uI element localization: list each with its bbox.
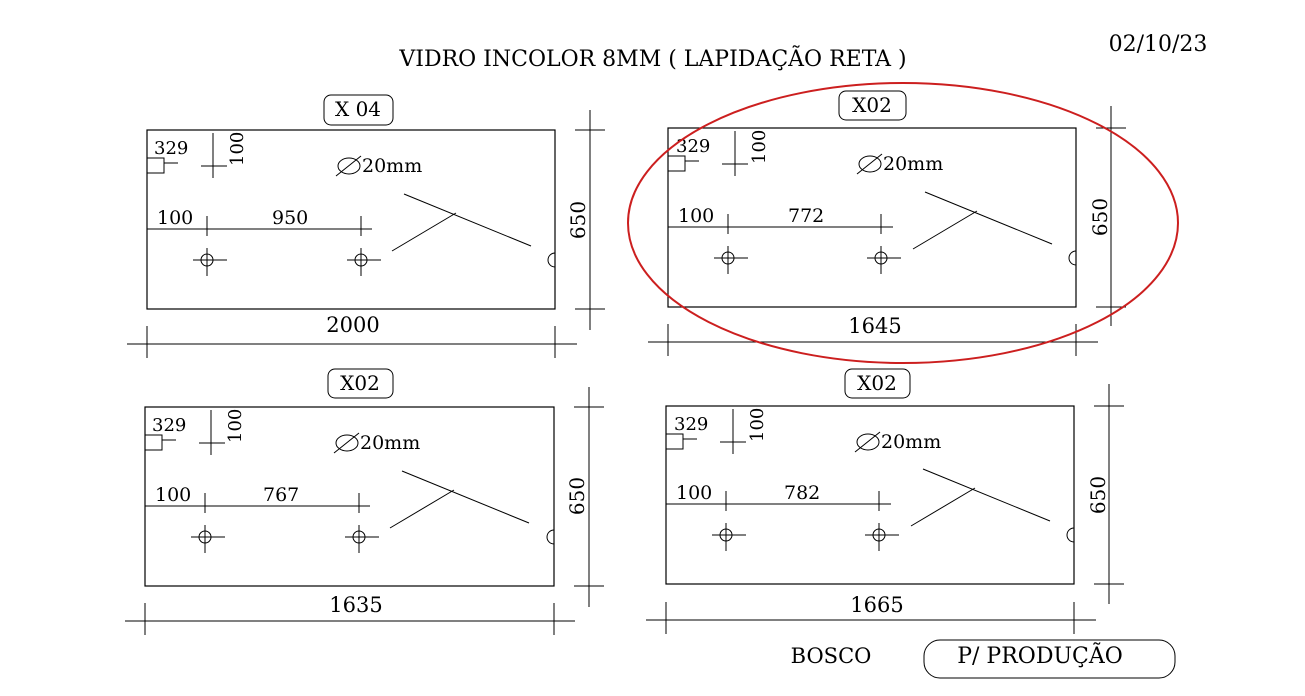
quantity-label: X 04 [335, 97, 381, 121]
hole-offset-dim: 100 [676, 482, 712, 504]
hole-marker [193, 248, 227, 276]
edge-notch [1068, 250, 1077, 266]
hole-diameter-symbol [335, 434, 359, 452]
status-label: P/ PRODUÇÃO [957, 641, 1123, 669]
panel-outline [665, 405, 1075, 585]
corner-dim-329: 329 [674, 414, 708, 435]
corner-notch [144, 434, 163, 451]
hole-marker [347, 248, 381, 276]
qty-box [838, 90, 907, 121]
corner-dim-329: 329 [676, 136, 710, 157]
height-dim: 650 [1086, 476, 1110, 514]
hole-spacing-dim: 782 [784, 482, 820, 504]
corner-notch [665, 433, 684, 450]
width-dim: 1665 [850, 593, 903, 617]
corner-notch [146, 157, 165, 174]
opening-symbol [403, 193, 532, 247]
hole-marker [714, 246, 748, 274]
glass-panel-4: X02 329 100 20mm 100 782 6 [646, 368, 1124, 634]
hole-diameter-label: 20mm [362, 155, 422, 177]
glass-panel-3: X02 329 100 20mm 100 767 6 [125, 368, 604, 635]
hole-diameter-label: 20mm [883, 153, 943, 175]
opening-symbol [922, 468, 1051, 522]
hole-offset-dim: 100 [155, 484, 191, 506]
hole-diameter-label: 20mm [360, 432, 420, 454]
panel-outline [667, 127, 1077, 308]
hole-marker [191, 525, 225, 553]
panel-outline [146, 129, 556, 310]
height-dim: 650 [565, 477, 589, 515]
glass-panel-1: X 04 329 100 20mm 100 950 [127, 94, 605, 358]
hole-spacing-dim: 767 [263, 484, 299, 506]
corner-dim-100: 100 [749, 130, 770, 164]
hole-marker [345, 525, 379, 553]
corner-notch [667, 155, 686, 172]
height-dim: 650 [1088, 198, 1112, 236]
corner-dim-329: 329 [152, 415, 186, 436]
hole-diameter-symbol [856, 433, 880, 451]
glass-panel-2: X02 329 100 20mm 100 772 6 [627, 82, 1179, 364]
width-dim: 1645 [848, 314, 901, 338]
hole-marker [867, 246, 901, 274]
width-dim: 1635 [329, 593, 382, 617]
corner-dim-329: 329 [154, 138, 188, 159]
hole-marker [865, 523, 899, 551]
corner-dim-100: 100 [227, 132, 248, 166]
client-name: BOSCO [791, 644, 872, 668]
height-dim: 650 [566, 201, 590, 239]
opening-symbol [401, 470, 530, 524]
qty-box [327, 368, 394, 399]
qty-box [323, 94, 394, 126]
hole-diameter-label: 20mm [881, 431, 941, 453]
hole-marker [712, 523, 746, 551]
qty-box [844, 368, 911, 399]
hole-spacing-dim: 772 [788, 205, 824, 227]
highlight-ellipse [627, 82, 1179, 364]
edge-notch [1066, 527, 1075, 543]
hole-offset-dim: 100 [157, 207, 193, 229]
status-box [923, 639, 1176, 679]
panel-outline [144, 406, 555, 587]
hole-spacing-dim: 950 [272, 207, 308, 229]
corner-dim-100: 100 [747, 408, 768, 442]
opening-symbol [924, 191, 1053, 245]
quantity-label: X02 [340, 371, 380, 395]
drawing-date: 02/10/23 [1109, 32, 1208, 57]
drawing-title: VIDRO INCOLOR 8MM ( LAPIDAÇÃO RETA ) [398, 44, 906, 72]
edge-notch [546, 529, 555, 545]
quantity-label: X02 [852, 93, 892, 117]
edge-notch [547, 252, 556, 268]
hole-diameter-symbol [858, 155, 882, 173]
corner-dim-100: 100 [225, 409, 246, 443]
hole-diameter-symbol [337, 157, 361, 175]
quantity-label: X02 [857, 371, 897, 395]
hole-offset-dim: 100 [678, 205, 714, 227]
width-dim: 2000 [326, 313, 379, 337]
